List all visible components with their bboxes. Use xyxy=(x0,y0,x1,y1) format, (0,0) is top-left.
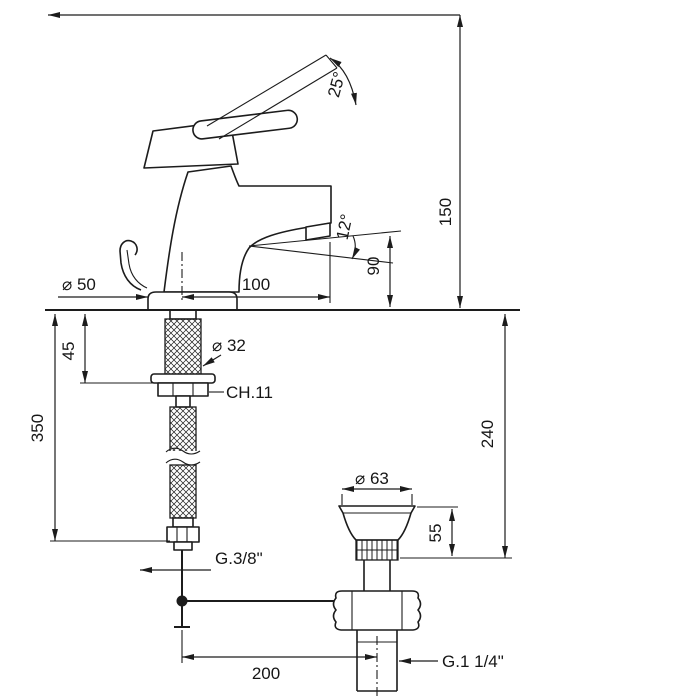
hose-neck xyxy=(175,395,191,408)
dimension-lines-group xyxy=(48,12,512,664)
mounting-nut-facets xyxy=(172,383,194,396)
label-spout-reach: 100 xyxy=(242,275,270,294)
hose-break-line-top xyxy=(165,447,201,455)
label-drain-height: 240 xyxy=(478,420,497,448)
waste-flange xyxy=(338,505,416,541)
mounting-washer xyxy=(150,373,216,384)
threaded-shank xyxy=(164,318,202,376)
under-counter-group xyxy=(150,309,336,628)
label-hose-length: 350 xyxy=(28,414,47,442)
label-shank-diameter: ⌀ 32 xyxy=(212,336,246,355)
waste-knurled-nut xyxy=(332,590,422,631)
label-drain-thread: G.1 1/4" xyxy=(442,652,504,671)
lever-handle xyxy=(192,109,299,140)
mounting-nut xyxy=(157,382,209,397)
flex-hose-lower xyxy=(169,464,197,519)
hose-end-fitting xyxy=(172,517,194,528)
hose-end-nut xyxy=(166,526,200,543)
pop-up-rod-ball-joint xyxy=(176,595,188,607)
label-flange-diameter: ⌀ 63 xyxy=(355,469,389,488)
arc-25deg xyxy=(329,57,357,106)
drain-pull-hook-inner xyxy=(126,249,148,289)
waste-nut-facets xyxy=(351,591,403,630)
label-spout-height: 90 xyxy=(364,257,383,276)
spout-fan-lower xyxy=(248,245,394,264)
label-centres-distance: 200 xyxy=(252,664,280,683)
drain-pull-hook xyxy=(119,239,142,291)
spout-aerator xyxy=(305,222,331,241)
faucet-body-spout xyxy=(163,165,332,293)
leader-d32 xyxy=(202,354,222,367)
lever-raised-line-2 xyxy=(218,67,338,140)
label-base-diameter: ⌀ 50 xyxy=(62,275,96,294)
hose-end-nut-facets xyxy=(176,527,188,542)
label-flange-height: 55 xyxy=(426,524,445,543)
label-overall-height: 150 xyxy=(436,198,455,226)
lever-raised-line-1 xyxy=(206,54,327,127)
hose-end-collar xyxy=(173,541,193,551)
waste-neck xyxy=(363,560,391,591)
shank-collar xyxy=(169,309,197,320)
pop-up-waste-group xyxy=(332,505,422,699)
label-wrench-size: CH.11 xyxy=(226,383,273,402)
dimension-labels-group: 25° 150 12° 90 100 ⌀ 50 45 ⌀ 32 CH.11 35… xyxy=(28,70,504,683)
flex-hose-upper xyxy=(169,406,197,453)
faucet-base xyxy=(147,291,238,310)
label-shank-length: 45 xyxy=(59,342,78,361)
label-spout-angle: 12° xyxy=(333,212,357,241)
spout-fan-upper xyxy=(248,230,402,247)
faucet-body-group xyxy=(119,109,332,310)
label-lever-angle: 25° xyxy=(324,70,349,100)
arc-12deg xyxy=(351,235,361,260)
label-hose-thread: G.3/8" xyxy=(215,549,263,568)
